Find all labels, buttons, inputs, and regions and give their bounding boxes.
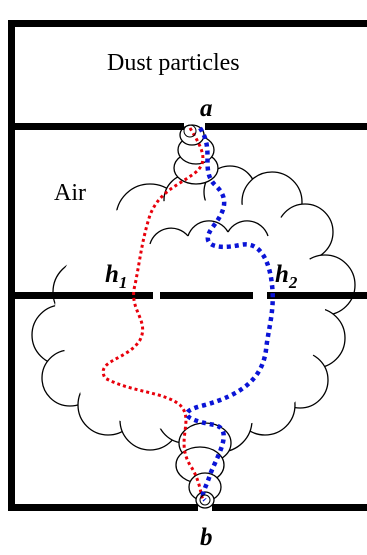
hole-h2-subscript: 2 [288,273,298,292]
air-label: Air [54,180,86,206]
top-connector-bubbles [173,124,219,185]
dust-particles-label: Dust particles [107,50,240,76]
red-diffusion-path [101,127,205,501]
middle-partition-3 [267,292,367,299]
upper-partition-left [8,123,184,130]
hole-h1-base: h [105,261,119,288]
hole-h2-base: h [275,261,289,288]
walls [8,20,367,511]
blue-diffusion-path [184,126,275,502]
bottom-partition-left [8,504,198,511]
diffusion-cloud [31,165,356,453]
middle-partition-2 [160,292,253,299]
top-wall [8,20,367,27]
bottom-partition-right [212,504,367,511]
left-wall [8,20,15,510]
hole-h1-subscript: 1 [119,273,128,292]
middle-partition-1 [8,292,153,299]
hole-h2-label: h2 [275,261,298,292]
point-a-label: a [200,95,213,122]
point-b-marker [199,494,211,506]
point-a-marker [183,124,197,138]
upper-partition-right [205,123,367,130]
hole-h1-label: h1 [105,261,127,292]
point-b-label: b [200,524,213,551]
